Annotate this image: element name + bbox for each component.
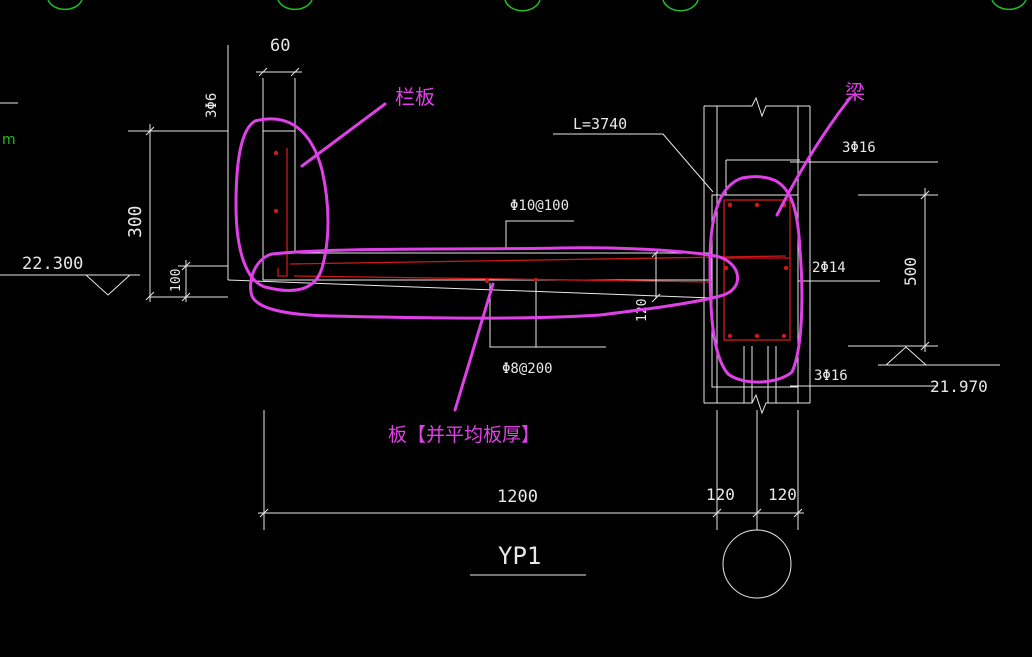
annotation-beam: 梁 [845, 80, 865, 104]
level-right: 21.970 [930, 377, 988, 396]
dim-parapet-thickness: 100 [169, 269, 184, 292]
rebar-bar-length: L=3740 [573, 115, 627, 133]
drawing-title: YP1 [498, 542, 541, 570]
rebar-parapet-bars: 3Φ6 [204, 93, 220, 118]
break-line-icon [704, 96, 810, 118]
section-outline [227, 45, 938, 415]
rebar-slab-top: Φ10@100 [510, 198, 569, 214]
grid-bubble-icon [991, 0, 1027, 11]
edge-text: m [2, 132, 16, 148]
rebar-slab-bottom: Φ8@200 [502, 361, 553, 377]
grid-bubble-icon [662, 0, 699, 12]
dim-beam-half-right: 120 [768, 485, 797, 504]
annotation-slab: 板【并平均板厚】 [388, 424, 540, 446]
dimension-lines [0, 67, 1000, 576]
dim-beam-half-left: 120 [706, 485, 735, 504]
elevation-mark-icon [85, 274, 131, 296]
dim-cantilever-length: 1200 [497, 487, 538, 507]
rebar-beam-side: 2Φ14 [812, 260, 846, 276]
dim-beam-depth: 500 [901, 257, 920, 286]
grid-bubble-icon [504, 0, 541, 12]
grid-bubble-icon [722, 529, 792, 599]
rebar-beam-bottom: 3Φ16 [814, 368, 848, 384]
grid-bubble-icon [47, 0, 83, 11]
rebar-dots [273, 150, 789, 339]
dim-parapet-width: 60 [270, 36, 290, 56]
grid-bubble-icon [277, 0, 313, 11]
annotation-strokes [234, 96, 852, 412]
elevation-mark-icon [885, 346, 927, 366]
dim-parapet-height: 300 [125, 205, 146, 238]
rebar [277, 148, 791, 341]
level-left: 22.300 [22, 254, 83, 274]
annotation-parapet: 栏板 [395, 85, 435, 109]
rebar-beam-top: 3Φ16 [842, 140, 876, 156]
grid-bubbles-top [47, 0, 1027, 12]
